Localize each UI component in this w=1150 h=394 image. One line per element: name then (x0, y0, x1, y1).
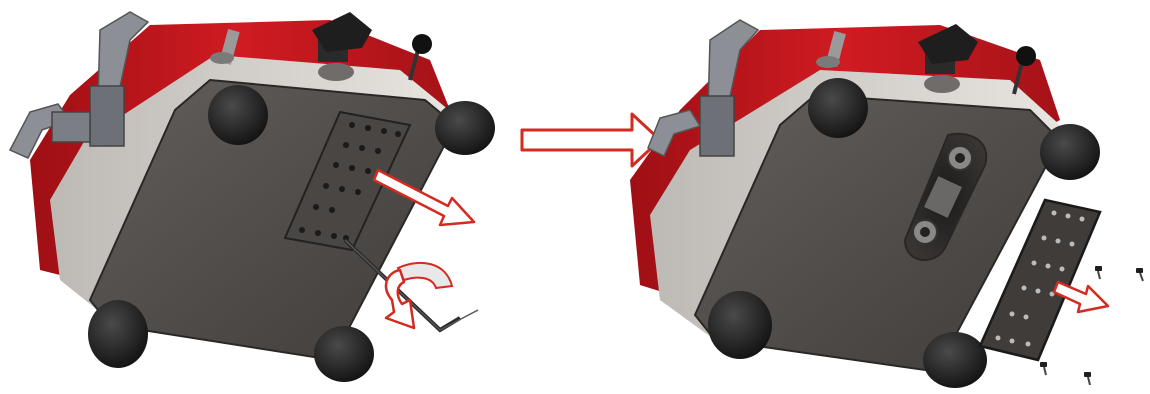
device-after (630, 20, 1143, 388)
device-before (10, 12, 495, 382)
screw (1084, 372, 1091, 385)
foot (314, 326, 374, 382)
foot (208, 85, 268, 145)
foot (708, 291, 772, 359)
foot (1040, 124, 1100, 180)
removal-arrow-icon (1054, 282, 1108, 312)
foot (808, 78, 868, 138)
foot (435, 101, 495, 155)
screw (1136, 268, 1143, 281)
screw (1095, 266, 1102, 279)
transition-arrow-icon (522, 114, 660, 166)
foot (88, 300, 148, 368)
foot (923, 332, 987, 388)
screw (1040, 362, 1047, 375)
rotation-arrow-icon (386, 263, 452, 328)
